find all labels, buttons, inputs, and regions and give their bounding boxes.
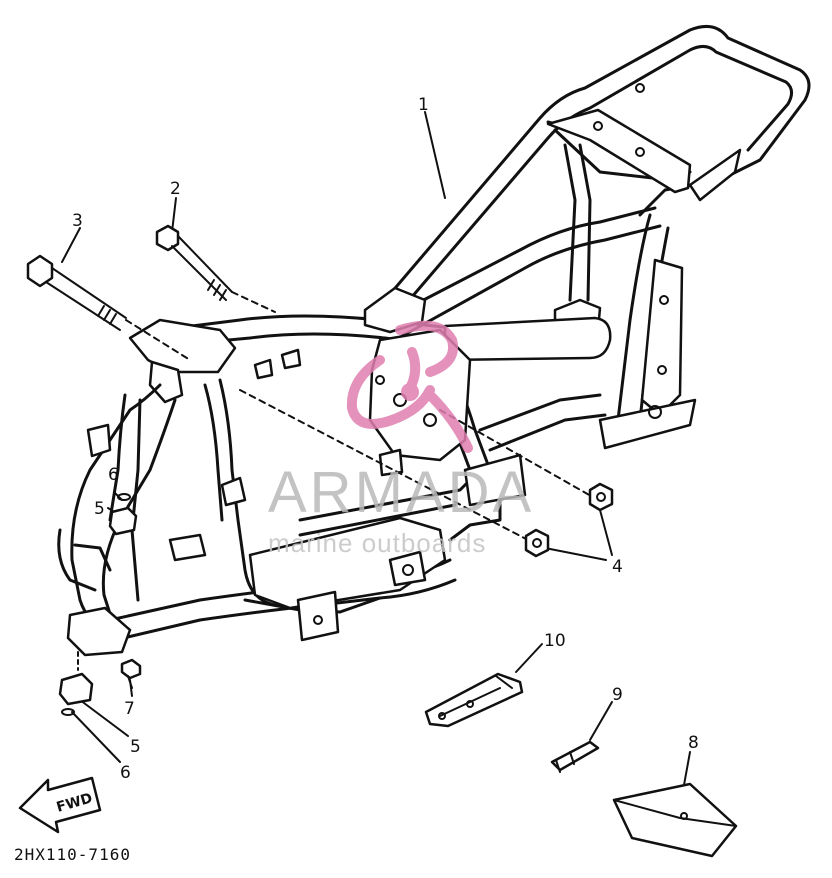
callout-6-upper: 6 — [108, 465, 119, 485]
leader-10 — [515, 643, 543, 673]
tool-pouch-8 — [612, 782, 738, 858]
part-code: 2HX110-7160 — [14, 845, 131, 864]
leader-4a — [599, 509, 613, 556]
bolt-2 — [155, 224, 233, 301]
callout-10: 10 — [544, 631, 566, 651]
centerline-3 — [125, 319, 191, 361]
watermark-tagline: marine outboards — [268, 528, 486, 558]
callout-4: 4 — [612, 557, 623, 577]
callout-7: 7 — [124, 699, 135, 719]
callout-2: 2 — [170, 179, 181, 199]
damper-5-lower — [58, 672, 94, 716]
bolt-7 — [120, 658, 142, 689]
leader-4b — [544, 547, 607, 561]
leader-3 — [61, 227, 81, 263]
watermark-logo — [346, 320, 473, 453]
watermark: ARMADA marine outboards — [268, 320, 534, 558]
leader-2 — [171, 197, 177, 233]
fwd-arrow: FWD — [18, 776, 102, 834]
callout-9: 9 — [612, 685, 623, 705]
callout-8: 8 — [688, 733, 699, 753]
leader-9 — [589, 701, 613, 741]
damper-5-upper — [108, 493, 138, 536]
centerline-4b — [239, 389, 529, 541]
centerline-2 — [231, 291, 276, 313]
frame-body — [57, 24, 811, 657]
leader-lines — [61, 111, 691, 797]
callout-1: 1 — [418, 95, 429, 115]
clip-9 — [550, 740, 600, 773]
nut-4 — [524, 482, 614, 558]
callout-labels: 1 2 3 4 5 6 5 6 7 8 9 10 — [72, 95, 699, 783]
watermark-brand: ARMADA — [268, 460, 534, 525]
leader-6b — [71, 711, 121, 763]
leader-5b — [79, 699, 129, 737]
leader-1 — [424, 111, 446, 199]
bracket-10 — [424, 672, 524, 728]
callout-5-upper: 5 — [94, 499, 105, 519]
callout-6-lower: 6 — [120, 763, 131, 783]
bolt-3 — [26, 254, 127, 331]
callout-5-lower: 5 — [130, 737, 141, 757]
callout-3: 3 — [72, 211, 83, 231]
centerline-4a — [439, 409, 599, 501]
